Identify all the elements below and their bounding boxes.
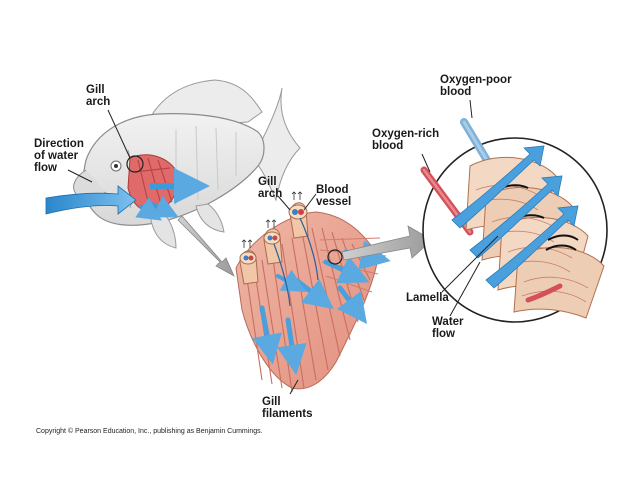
label-water-flow: Water flow <box>432 316 464 340</box>
label-gill-filaments: Gill filaments <box>262 396 313 420</box>
lamella-plates <box>465 156 605 319</box>
gill-water-flow-arrows <box>135 168 210 221</box>
label-oxygen-rich-blood: Oxygen-rich blood <box>372 128 440 152</box>
fish-pelvic-fin <box>149 213 177 249</box>
lamella-water-arrows <box>451 145 579 289</box>
fish-tail <box>251 87 301 202</box>
gill-filaments-illustration <box>235 191 391 393</box>
filament-callout-circle <box>327 249 343 265</box>
label-gill-arch-fish: Gill arch <box>86 84 111 108</box>
label-lamella: Lamella <box>406 292 449 304</box>
label-direction-of-water-flow: Direction of water flow <box>34 138 84 174</box>
copyright-notice: Copyright © Pearson Education, Inc., pub… <box>36 428 263 435</box>
fish-gill-callout-circle <box>126 155 144 173</box>
label-blood-vessel: Blood vessel <box>316 184 352 208</box>
zoom-pointer-fish-to-filaments <box>177 215 235 277</box>
zoom-pointer-filaments-to-lamella <box>341 225 433 261</box>
gill-arch-bars <box>239 202 309 285</box>
lamella-detail <box>420 118 608 323</box>
label-oxygen-poor-blood: Oxygen-poor blood <box>440 74 512 98</box>
label-gill-arch-filaments: Gill arch <box>258 176 283 200</box>
water-inflow-arrow <box>45 185 137 215</box>
